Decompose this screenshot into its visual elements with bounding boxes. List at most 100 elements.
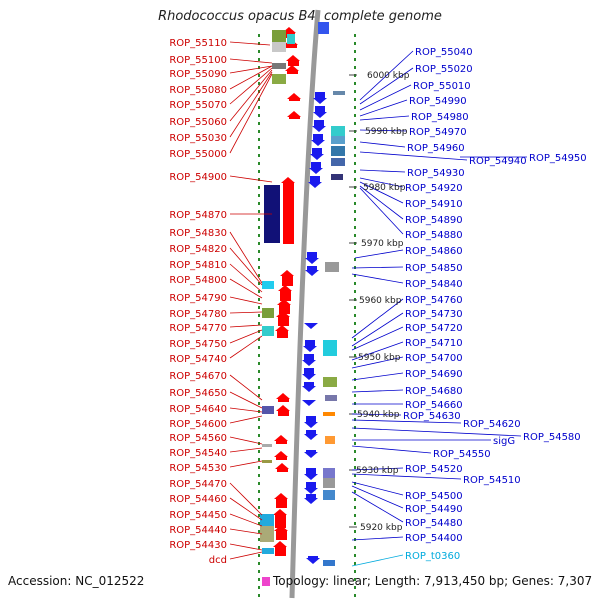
homology-box	[333, 91, 345, 95]
guide-dot	[258, 154, 260, 157]
guide-dot	[354, 146, 356, 149]
right-gene-label: ROP_55010	[413, 81, 471, 92]
right-gene-label: ROP_54890	[405, 215, 463, 226]
guide-dot	[258, 386, 260, 389]
guide-dot	[258, 458, 260, 461]
guide-dot	[354, 426, 356, 429]
right-leader-line	[359, 99, 408, 117]
guide-dot	[354, 154, 356, 157]
guide-dot	[258, 122, 260, 125]
homology-box	[262, 281, 274, 289]
right-leader-line	[351, 427, 522, 437]
genome-title: Rhodococcus opacus B4, complete genome	[158, 9, 442, 24]
guide-dot	[258, 178, 260, 181]
forward-gene-arrow	[275, 325, 289, 331]
forward-gene-arrow	[274, 435, 288, 441]
homology-box	[262, 326, 274, 336]
homology-box	[272, 63, 286, 69]
guide-dot	[258, 594, 260, 597]
left-gene-label: ROP_54750	[169, 339, 227, 350]
reverse-gene	[311, 162, 321, 168]
forward-gene	[277, 468, 288, 472]
guide-dot	[354, 474, 356, 477]
left-leader-line	[229, 73, 273, 154]
left-leader-line	[229, 374, 263, 401]
right-gene-label: ROP_54510	[463, 475, 521, 486]
left-leader-line	[229, 447, 263, 453]
right-leader-line	[359, 84, 412, 111]
left-leader-line	[229, 391, 263, 409]
guide-dot	[354, 458, 356, 461]
homology-box	[262, 406, 274, 414]
guide-dot	[354, 226, 356, 229]
guide-dot	[258, 274, 260, 277]
leader-lines	[229, 41, 527, 567]
left-gene-label: ROP_54450	[169, 510, 227, 521]
forward-gene	[276, 530, 287, 540]
right-gene-label: ROP_54700	[405, 353, 463, 364]
right-leader-line	[351, 356, 404, 369]
topology-summary: Topology: linear; Length: 7,913,450 bp; …	[273, 574, 593, 588]
reverse-gene	[306, 468, 316, 474]
right-leader-line	[354, 249, 404, 259]
guide-dot	[354, 114, 356, 117]
homology-box	[272, 74, 286, 84]
guide-dot	[354, 466, 356, 469]
left-gene-label: ROP_54740	[169, 354, 227, 365]
reverse-gene-arrow	[304, 422, 318, 428]
reverse-gene-arrow	[311, 140, 325, 146]
guide-dot	[354, 362, 356, 365]
scale-label: 5930 kbp	[356, 466, 399, 476]
guide-dot	[354, 202, 356, 205]
left-gene-label: ROP_55080	[169, 85, 227, 96]
forward-gene	[275, 546, 286, 556]
guide-dot	[258, 250, 260, 253]
left-leader-line	[229, 436, 263, 445]
homology-box	[331, 158, 345, 166]
guide-dot	[354, 282, 356, 285]
guide-dot	[258, 210, 260, 213]
guide-dot	[354, 82, 356, 85]
guide-dot	[258, 314, 260, 317]
homology-box	[323, 412, 335, 416]
homology-box	[323, 478, 335, 488]
forward-gene-arrow	[276, 311, 290, 317]
right-gene-label: ROP_54490	[405, 504, 463, 515]
guide-dot	[258, 290, 260, 293]
forward-gene	[283, 182, 294, 244]
right-gene-label: ROP_54860	[405, 246, 463, 257]
right-leader-line	[351, 372, 404, 381]
reverse-gene-arrow	[304, 498, 318, 504]
forward-gene	[278, 316, 289, 326]
right-gene-label: ROP_54880	[405, 230, 463, 241]
left-leader-line	[229, 69, 273, 122]
guide-dot	[354, 490, 356, 493]
guide-dot	[258, 522, 260, 525]
guide-dot	[354, 314, 356, 317]
guide-dot	[258, 474, 260, 477]
right-gene-label: ROP_54400	[405, 533, 463, 544]
left-leader-line	[229, 482, 263, 516]
left-gene-label: ROP_54820	[169, 244, 227, 255]
left-leader-line	[229, 41, 271, 46]
left-gene-label: ROP_54640	[169, 404, 227, 415]
forward-gene-arrow	[274, 493, 288, 499]
right-leader-line	[351, 298, 404, 339]
right-leader-line	[351, 481, 404, 496]
homology-box	[260, 526, 274, 542]
right-leader-line	[351, 389, 404, 393]
left-leader-line	[229, 247, 263, 286]
right-gene-label: ROP_54940	[469, 156, 527, 167]
guide-dot	[354, 418, 356, 421]
guide-dot	[258, 498, 260, 501]
homology-box	[325, 262, 339, 272]
left-leader-line	[229, 67, 273, 105]
guide-dot	[354, 578, 356, 581]
right-gene-label: ROP_55020	[415, 64, 473, 75]
guide-dot	[354, 586, 356, 589]
feature-layer	[260, 27, 357, 566]
left-gene-label: ROP_55100	[169, 55, 227, 66]
reverse-gene	[306, 450, 316, 452]
accession-text: Accession: NC_012522	[8, 574, 145, 588]
